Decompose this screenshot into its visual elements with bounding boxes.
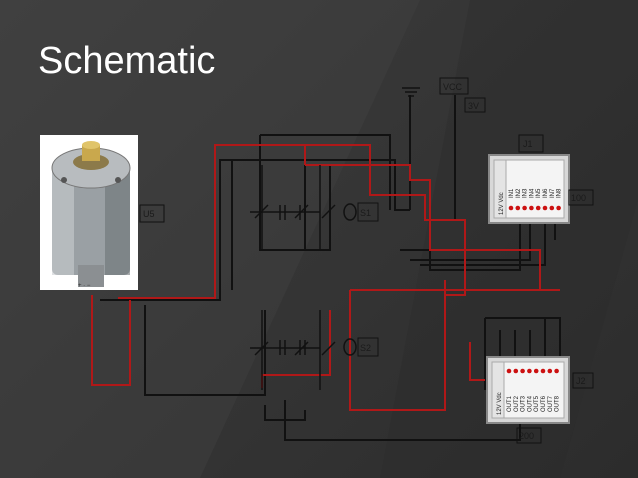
supply-voltage-label: 3V bbox=[468, 101, 479, 111]
relay-j2-pin-8: OUT8 bbox=[555, 395, 561, 412]
relay-j1-pin-5: IN5 bbox=[536, 188, 542, 198]
relay-j2-pin-5: OUT5 bbox=[534, 395, 540, 412]
relay-j1-pin-led-7 bbox=[549, 205, 555, 211]
relay-j2-pin-2: OUT2 bbox=[514, 395, 520, 412]
relay-j1-pin-1: IN1 bbox=[509, 188, 515, 198]
svg-text:+ · −: + · − bbox=[78, 283, 91, 289]
relay-j1-pin-4: IN4 bbox=[529, 188, 535, 198]
relay-j1-label: J1 bbox=[523, 139, 533, 149]
relay-j1-value: 100 bbox=[571, 193, 586, 203]
relay-j2-pin-6: OUT6 bbox=[541, 395, 547, 412]
relay-j1-supply: 12V Vdc bbox=[499, 192, 505, 215]
relay-j2-pin-led-7 bbox=[547, 368, 553, 374]
relay-j2-supply: 12V Vdc bbox=[497, 392, 503, 415]
relay-j2-pin-1: OUT1 bbox=[507, 395, 513, 412]
relay-j1-pin-3: IN3 bbox=[523, 188, 529, 198]
relay-j1-pin-led-4 bbox=[529, 205, 534, 211]
relay-j2-pin-7: OUT7 bbox=[548, 395, 554, 412]
relay-j1-pin-6: IN6 bbox=[543, 188, 549, 198]
capacitors-top bbox=[250, 165, 336, 250]
switch-s1: S1 bbox=[343, 202, 379, 222]
vcc-label: VCC bbox=[443, 82, 463, 92]
motor-label: U5 bbox=[143, 209, 155, 219]
vcc-source: VCC 3V bbox=[439, 77, 486, 113]
relay-j1-pin-led-5 bbox=[535, 205, 541, 211]
relay-j2-pin-4: OUT4 bbox=[527, 395, 533, 412]
relay-j1-pin-led-1 bbox=[508, 205, 514, 211]
relay-j2-pin-led-5 bbox=[533, 368, 539, 374]
relay-j2-pin-led-3 bbox=[520, 368, 525, 374]
relay-j2-label: J2 bbox=[576, 376, 586, 386]
switch-s1-label: S1 bbox=[360, 208, 371, 218]
relay-j2-pin-led-6 bbox=[540, 368, 546, 374]
relay-j2-value: 200 bbox=[519, 431, 534, 441]
slide-title: Schematic bbox=[38, 40, 216, 82]
ground-symbol bbox=[402, 87, 420, 97]
relay-j2-pin-led-8 bbox=[554, 368, 559, 374]
wires-red bbox=[91, 144, 560, 411]
relay-j2-pin-led-1 bbox=[506, 368, 512, 374]
switch-s2: S2 bbox=[343, 337, 379, 357]
relay-j1-pin-led-2 bbox=[515, 205, 521, 211]
relay-j1-pin-8: IN8 bbox=[557, 188, 563, 198]
switch-s2-label: S2 bbox=[360, 343, 371, 353]
dc-motor-image: + · − bbox=[40, 135, 138, 290]
motor-label-box: U5 bbox=[139, 204, 165, 223]
relay-j1-pin-2: IN2 bbox=[516, 188, 522, 198]
capacitors-bottom bbox=[250, 310, 336, 390]
relay-j2-pin-3: OUT3 bbox=[521, 395, 527, 412]
relay-j1-pin-led-6 bbox=[542, 205, 548, 211]
relay-j2-pin-led-2 bbox=[513, 368, 519, 374]
relay-j2-pin-led-4 bbox=[527, 368, 532, 374]
relay-j1-pin-7: IN7 bbox=[550, 188, 556, 198]
relay-j1-pin-led-3 bbox=[522, 205, 527, 211]
relay-j1-pin-led-8 bbox=[556, 205, 561, 211]
